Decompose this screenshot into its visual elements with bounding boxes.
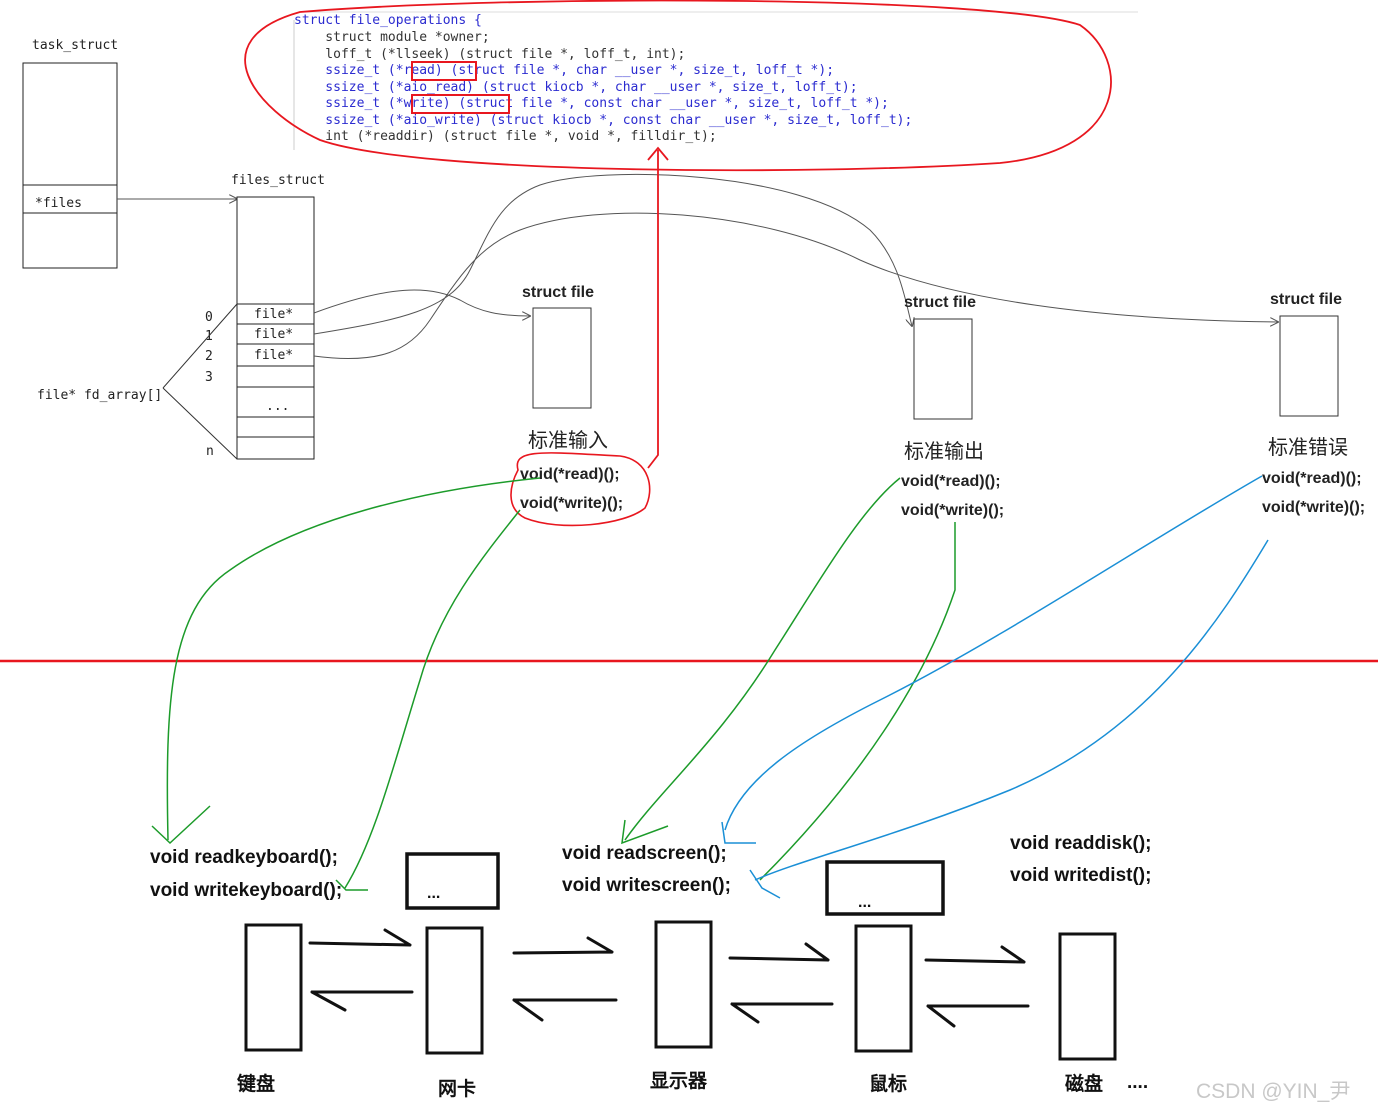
stdout-file-title: struct file bbox=[904, 294, 976, 311]
writekeyboard-label: void writekeyboard(); bbox=[150, 880, 342, 901]
code-line-8: int (*readdir) (struct file *, void *, f… bbox=[294, 129, 717, 144]
green-pointer-lines bbox=[151, 477, 956, 891]
stdin-arrow bbox=[313, 289, 530, 316]
code-snippet: struct file_operations { struct module *… bbox=[244, 0, 1138, 172]
stdout-name: 标准输出 bbox=[904, 439, 984, 463]
code-line-4: ssize_t (*read) (struct file *, char __u… bbox=[294, 63, 834, 78]
stdout-arrow bbox=[313, 173, 912, 335]
ops-to-code-arrow bbox=[647, 146, 669, 469]
fd-array-label: file* fd_array[] bbox=[37, 388, 162, 403]
code-line-5: ssize_t (*aio_read) (struct kiocb *, cha… bbox=[294, 80, 858, 95]
readdisk-label: void readdisk(); bbox=[1010, 833, 1151, 854]
stdout-write: void(*write)(); bbox=[901, 502, 1004, 519]
stdin-ops-circle bbox=[510, 452, 651, 527]
stderr-read-to-readscreen bbox=[724, 475, 1263, 831]
stdout-read-to-readscreen bbox=[624, 477, 901, 841]
mouse-name: 鼠标 bbox=[869, 1072, 907, 1095]
task-struct-title: task_struct bbox=[32, 38, 118, 53]
code-line-7: ssize_t (*aio_write) (struct kiocb *, co… bbox=[294, 113, 912, 128]
device-disk: void readdisk(); void writedist(); 磁盘 ..… bbox=[1010, 833, 1151, 1095]
stdin-name: 标准输入 bbox=[528, 428, 608, 452]
display-name: 显示器 bbox=[650, 1070, 708, 1092]
writescreen-label: void writescreen(); bbox=[562, 875, 731, 896]
fd-slot-0: file* bbox=[254, 307, 293, 322]
fd-slot-1: file* bbox=[254, 327, 293, 342]
code-line-3: loff_t (*llseek) (struct file *, loff_t,… bbox=[294, 47, 685, 62]
device-nic: ... 网卡 bbox=[405, 852, 500, 1100]
readscreen-label: void readscreen(); bbox=[562, 843, 727, 864]
code-line-6: ssize_t (*write) (struct file *, const c… bbox=[294, 96, 889, 111]
stderr-arrow bbox=[313, 212, 1278, 360]
writedist-label: void writedist(); bbox=[1010, 865, 1151, 886]
files-struct-title: files_struct bbox=[231, 173, 325, 188]
file-stderr: struct file 标准错误 void(*read)(); void(*wr… bbox=[1262, 291, 1365, 516]
fd-index-3: 3 bbox=[205, 370, 213, 385]
disk-name: 磁盘 bbox=[1065, 1072, 1103, 1095]
stdin-file-title: struct file bbox=[522, 284, 594, 301]
stdin-write: void(*write)(); bbox=[520, 495, 623, 512]
mouse-ops-ellipsis: ... bbox=[858, 894, 871, 911]
stderr-file-title: struct file bbox=[1270, 291, 1342, 308]
stderr-write-to-writescreen bbox=[754, 539, 1269, 881]
fd-index-2: 2 bbox=[205, 349, 213, 364]
stdin-read-to-readkeyboard bbox=[166, 477, 541, 841]
stdout-write-to-writescreen bbox=[759, 522, 956, 881]
stderr-read: void(*read)(); bbox=[1262, 470, 1362, 487]
nic-name: 网卡 bbox=[438, 1077, 476, 1100]
code-line-1: struct file_operations { bbox=[294, 13, 482, 28]
stdout-read: void(*read)(); bbox=[901, 473, 1001, 490]
file-stdin: struct file 标准输入 void(*read)(); void(*wr… bbox=[510, 284, 651, 527]
task-struct: task_struct *files bbox=[22, 38, 118, 269]
device-keyboard: void readkeyboard(); void writekeyboard(… bbox=[150, 847, 342, 1095]
stdin-write-to-writekeyboard bbox=[344, 509, 521, 889]
code-circle bbox=[244, 0, 1112, 172]
stderr-write: void(*write)(); bbox=[1262, 499, 1365, 516]
more-devices: .... bbox=[1127, 1072, 1148, 1093]
readkeyboard-label: void readkeyboard(); bbox=[150, 847, 338, 868]
stdin-read: void(*read)(); bbox=[520, 466, 620, 483]
nic-ops-ellipsis: ... bbox=[427, 885, 440, 902]
stderr-name: 标准错误 bbox=[1268, 435, 1348, 459]
watermark: CSDN @YIN_尹 bbox=[1196, 1080, 1350, 1103]
fd-to-file-arrows bbox=[313, 173, 1278, 360]
write-highlight-box bbox=[411, 94, 510, 114]
device-display: void readscreen(); void writescreen(); 显… bbox=[562, 843, 731, 1092]
device-mouse: ... 鼠标 bbox=[825, 860, 945, 1095]
fd-array-label-group: 0 1 2 3 n file* fd_array[] bbox=[37, 303, 238, 460]
fd-slot-2: file* bbox=[254, 348, 293, 363]
keyboard-name: 键盘 bbox=[236, 1072, 275, 1095]
device-arrows bbox=[308, 928, 1030, 1028]
read-highlight-box bbox=[411, 61, 477, 81]
code-line-2: struct module *owner; bbox=[294, 30, 490, 45]
file-stdout: struct file 标准输出 void(*read)(); void(*wr… bbox=[901, 294, 1004, 519]
files-struct: files_struct file* file* file* ... bbox=[231, 173, 325, 460]
files-field: *files bbox=[35, 196, 82, 211]
blue-pointer-lines bbox=[721, 475, 1269, 899]
fd-index-0: 0 bbox=[205, 310, 213, 325]
fd-index-n: n bbox=[206, 444, 214, 459]
fd-ellipsis: ... bbox=[266, 399, 289, 414]
